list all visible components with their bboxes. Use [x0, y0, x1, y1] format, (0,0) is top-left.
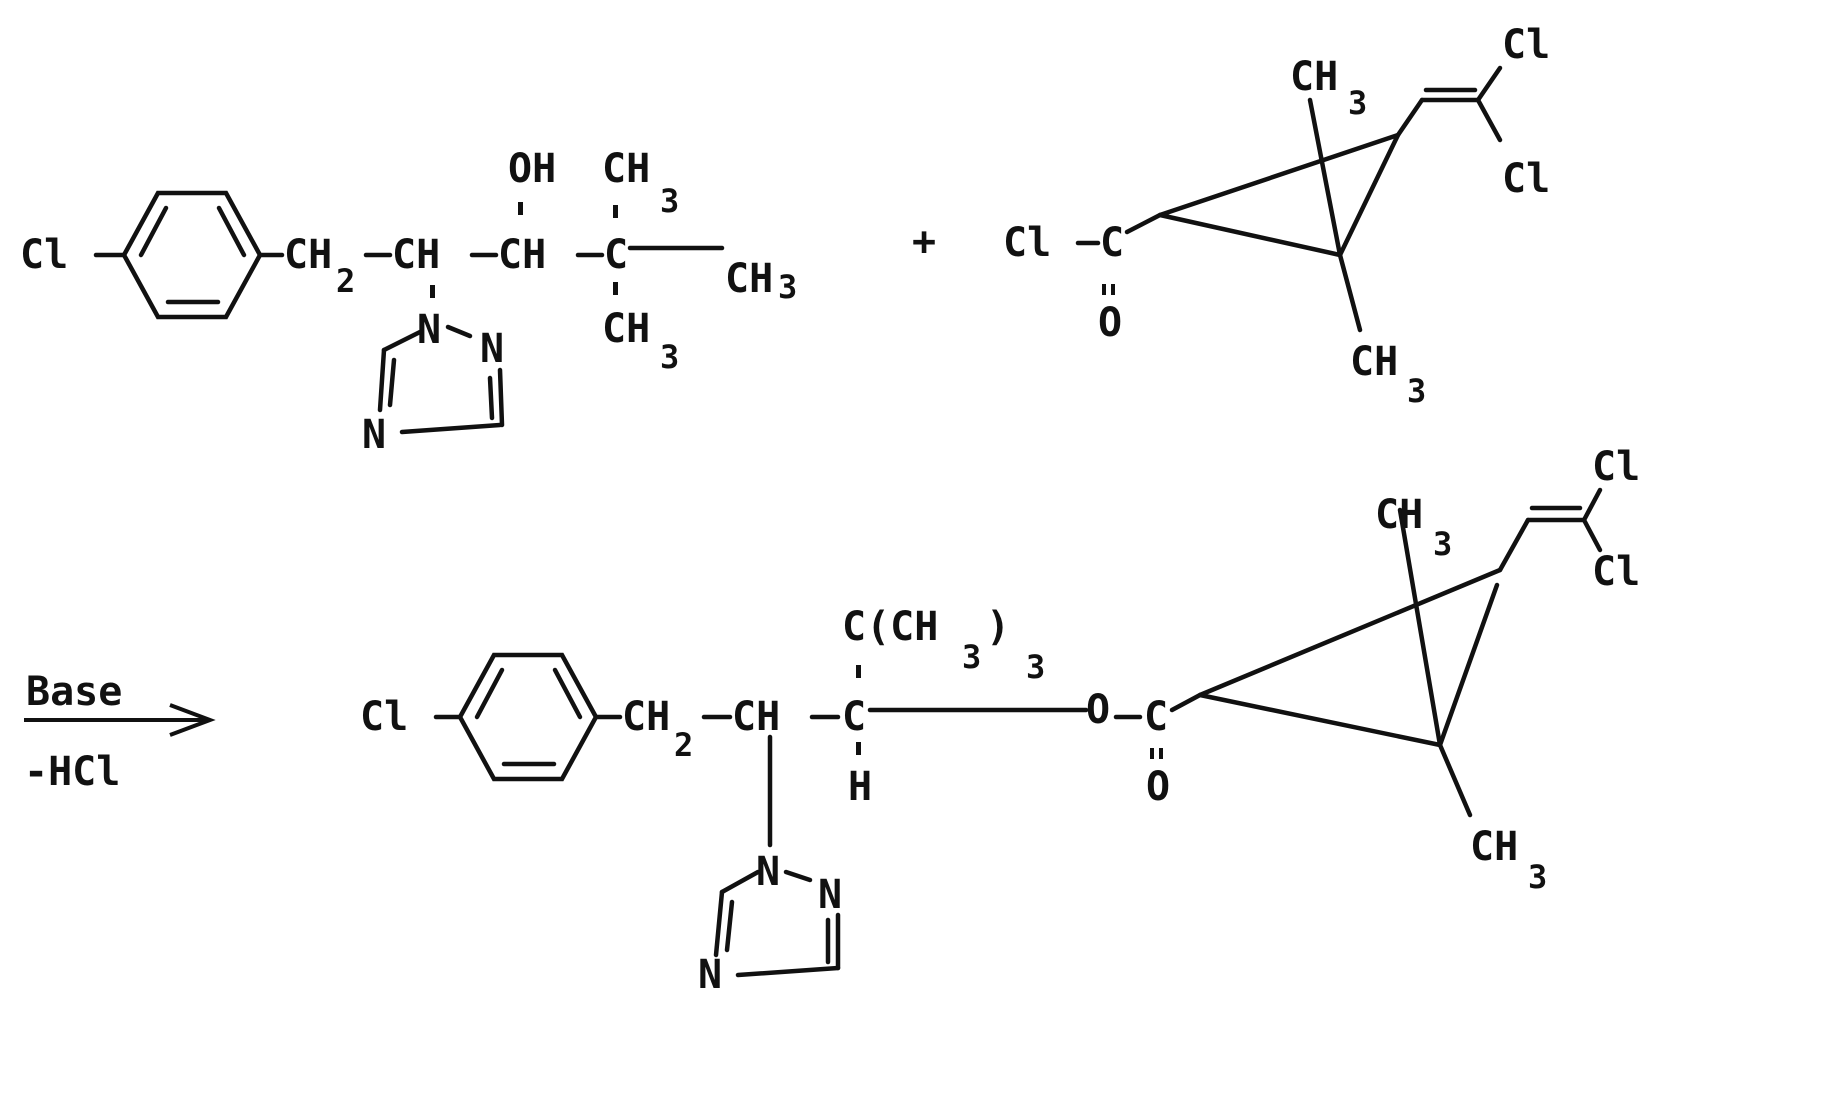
p-carbonyl-oxygen-label: O: [1146, 764, 1170, 810]
p-methyl-bond-bottom: [1440, 745, 1470, 815]
r1-benzene-ring: [124, 193, 260, 317]
p-wedge-bond-tbutyl: [856, 665, 861, 678]
p-tbutyl-subscript: 3: [962, 638, 981, 676]
plus-sign: +: [912, 219, 936, 265]
r2-ch3-top-label: CH: [1290, 54, 1338, 100]
p-tbutyl-label: C(CH: [842, 604, 938, 650]
r1-ch3-bottom-subscript: 3: [660, 338, 679, 376]
r2-chloro-label: Cl: [1003, 220, 1051, 266]
r2-cl-bond-top: [1478, 68, 1500, 100]
r1-triazole-n2: N: [480, 326, 504, 372]
reactant-2: Cl C O CH 3 CH 3 Cl Cl: [1003, 22, 1550, 410]
p-cl-bond-top: [1584, 490, 1600, 520]
r2-ch3-top-subscript: 3: [1348, 84, 1367, 122]
r1-triazole-n4: N: [362, 412, 386, 458]
r2-cyclopropane-ring: [1160, 135, 1398, 255]
r1-wedge-bond-ch3-top: [613, 205, 618, 218]
r2-acyl-c-label: C: [1100, 220, 1124, 266]
r2-cl-bond-bottom: [1478, 100, 1500, 140]
r1-wedge-bond-triazole: [430, 285, 435, 298]
r2-carbonyl-bond: [1102, 284, 1106, 295]
r1-ch2-label: CH: [284, 232, 332, 278]
p-ch3-bottom-label: CH: [1470, 824, 1518, 870]
r2-ch3-bottom-subscript: 3: [1407, 372, 1426, 410]
r2-bond: [1127, 215, 1160, 232]
r2-cl-top-label: Cl: [1502, 22, 1550, 68]
r2-vinyl-bond: [1398, 100, 1422, 135]
p-ch3-bottom-subscript: 3: [1528, 858, 1547, 896]
p-bond: [1172, 695, 1200, 710]
p-benzene-ring: [460, 655, 596, 779]
r1-ch3-top-subscript: 3: [660, 182, 679, 220]
p-ester-oxygen-label: O: [1086, 687, 1110, 733]
p-cl-bottom-label: Cl: [1592, 549, 1640, 595]
arrow-label-above: Base: [26, 669, 122, 715]
p-carbonyl-bond: [1150, 748, 1154, 759]
p-tbutyl-close: ): [986, 604, 1010, 650]
p-wedge-bond-h: [856, 742, 861, 755]
r2-carbonyl-bond: [1111, 284, 1115, 295]
reaction-arrow: Base -HCl: [24, 669, 210, 795]
r1-chloro-label: Cl: [20, 232, 68, 278]
r1-ch2-subscript: 2: [336, 262, 355, 300]
p-tbutyl-subscript-2: 3: [1026, 648, 1045, 686]
p-ch3-top-subscript: 3: [1433, 525, 1452, 563]
r1-ch3-right-subscript: 3: [778, 268, 797, 306]
p-triazole-ring: N N N: [698, 849, 842, 998]
p-triazole-n2: N: [818, 872, 842, 918]
r2-methyl-bond-bottom: [1340, 255, 1360, 330]
r2-oxygen-label: O: [1098, 300, 1122, 346]
r1-wedge-bond-oh: [518, 202, 523, 215]
p-carbonyl-bond: [1159, 748, 1163, 759]
p-cl-bond-bottom: [1584, 520, 1600, 550]
p-chloro-label: Cl: [360, 694, 408, 740]
p-ch3-top-label: CH: [1375, 492, 1423, 538]
p-ch2-subscript: 2: [674, 726, 693, 764]
r1-hydroxyl-label: OH: [508, 146, 556, 192]
r1-ch-label-a: CH: [392, 232, 440, 278]
p-chiral-c-label: C: [842, 694, 866, 740]
p-ch2-label: CH: [622, 694, 670, 740]
r1-ch-label-b: CH: [498, 232, 546, 278]
arrow-label-below: -HCl: [24, 749, 120, 795]
p-vinyl-bond: [1500, 520, 1528, 570]
r1-triazole-ring: N N N: [362, 307, 504, 458]
reactant-1: Cl CH 2 CH CH C CH 3 OH CH 3 CH 3 N: [20, 146, 797, 458]
r1-quaternary-c-label: C: [604, 232, 628, 278]
r1-ch3-right-label: CH: [725, 256, 773, 302]
r1-ch3-top-label: CH: [602, 146, 650, 192]
p-ch-label: CH: [732, 694, 780, 740]
r1-wedge-bond-ch3-bottom: [613, 282, 618, 295]
r1-ch3-bottom-label: CH: [602, 306, 650, 352]
p-acyl-c-label: C: [1144, 694, 1168, 740]
p-hydrogen-label: H: [848, 764, 872, 810]
product: Cl CH 2 CH C C(CH 3 ) 3 H O C O: [360, 444, 1640, 998]
r2-cl-bottom-label: Cl: [1502, 156, 1550, 202]
p-triazole-n4: N: [698, 952, 722, 998]
r2-ch3-bottom-label: CH: [1350, 339, 1398, 385]
p-cyclopropane-ring: [1200, 570, 1500, 745]
p-cl-top-label: Cl: [1592, 444, 1640, 490]
r2-methyl-bond-top: [1310, 100, 1340, 255]
